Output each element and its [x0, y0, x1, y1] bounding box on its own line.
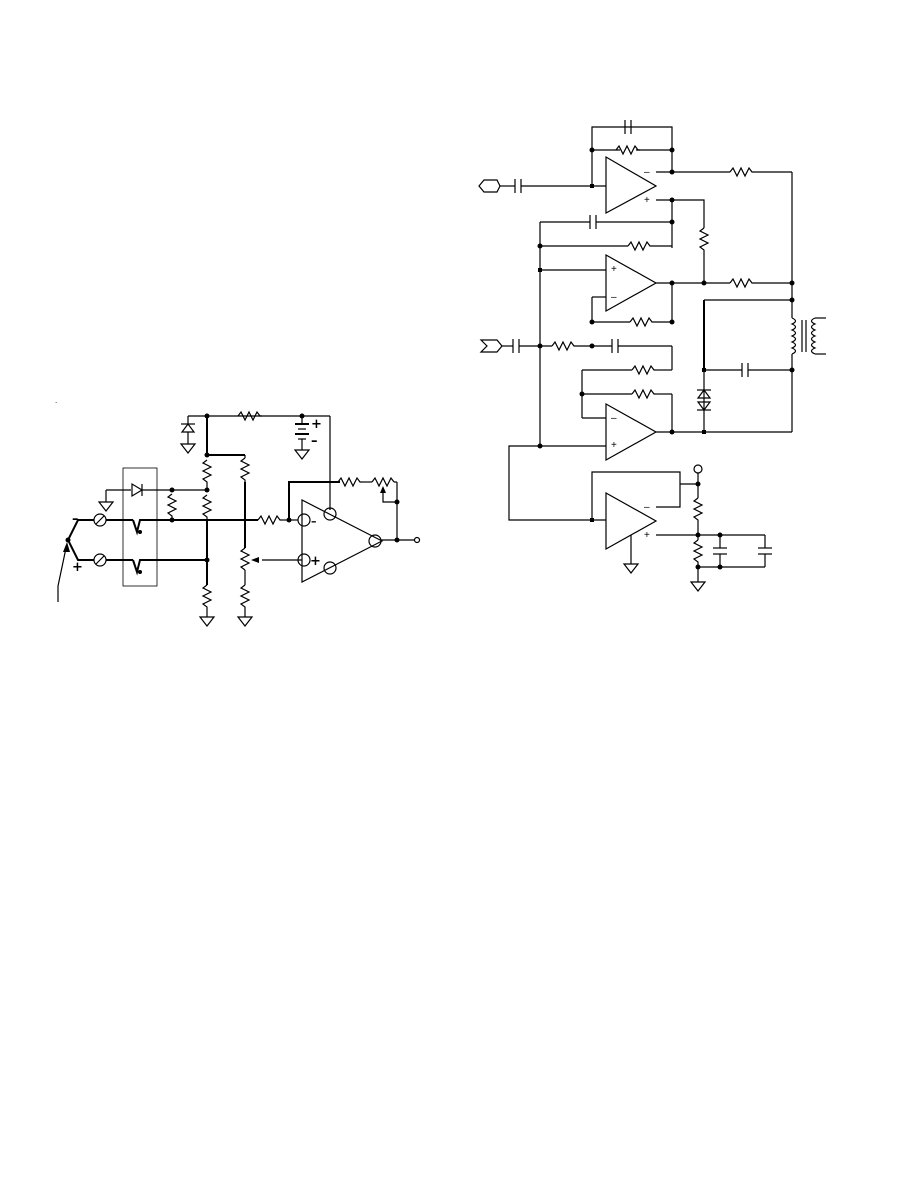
supply-terminal [693, 464, 703, 474]
ground-icon [98, 497, 114, 512]
capacitor-icon [741, 362, 749, 378]
resistor-icon [631, 389, 657, 399]
op-amp-icon [297, 499, 384, 583]
resistor-icon [202, 459, 212, 485]
transformer-icon [790, 300, 826, 370]
resistor-icon [337, 477, 363, 487]
capacitor-icon [757, 547, 773, 555]
right-circuit: – + + – [478, 119, 826, 592]
resistor-icon [693, 539, 703, 565]
resistor-icon [257, 515, 283, 525]
thermocouple-junction-icon [132, 559, 145, 576]
resistor-icon [202, 584, 212, 610]
ground-icon [690, 577, 706, 592]
op-amp-icon [605, 253, 658, 313]
amp-inverting-label: – [311, 515, 317, 528]
resistor-icon [629, 317, 655, 327]
connector-icon [479, 339, 503, 353]
isothermal-block [122, 467, 158, 587]
battery-minus-label: – [311, 434, 318, 449]
resistor-icon [729, 167, 755, 177]
capacitor-icon [514, 178, 522, 194]
battery-icon [294, 416, 310, 460]
diode-icon [131, 482, 144, 498]
left-circuit: + – [55, 396, 421, 627]
resistor-icon [631, 365, 657, 375]
amp-noninverting-label: + [310, 554, 321, 569]
thermocouple-junction-icon [132, 519, 145, 536]
amp1-plus: + [644, 195, 650, 206]
probe-plus-label: + [72, 560, 83, 575]
resistor-icon [693, 497, 703, 523]
probe-minus-label: – [72, 512, 79, 527]
capacitor-icon [589, 214, 597, 230]
amp2-minus: – [611, 292, 617, 303]
capacitor-icon [712, 547, 728, 555]
op-amp-icon [605, 155, 658, 215]
output-terminal [413, 536, 421, 544]
resistor-icon [729, 278, 755, 288]
potentiometer-icon [371, 476, 398, 503]
stray-mark: . [55, 396, 57, 405]
resistor-icon [551, 341, 577, 351]
amp2-plus: + [611, 264, 617, 275]
amp3-plus: + [611, 440, 617, 451]
resistor-icon [167, 493, 177, 519]
resistor-icon [240, 584, 250, 610]
ground-icon [199, 612, 215, 627]
op-amp-icon [605, 402, 658, 462]
zener-diode-icon [180, 423, 196, 433]
ground-icon [623, 559, 639, 574]
buffer-plus: + [644, 530, 650, 541]
resistor-icon [627, 241, 653, 251]
zener-diode-icon [696, 389, 712, 411]
ground-icon [180, 439, 196, 454]
capacitor-icon [512, 338, 520, 354]
screw-terminal-icon [93, 513, 107, 567]
amp1-minus: – [644, 167, 650, 178]
battery-plus-label: + [311, 417, 322, 432]
resistor-icon [240, 457, 250, 483]
resistor-icon [202, 494, 212, 520]
potentiometer-icon [239, 547, 302, 571]
capacitor-icon [611, 338, 619, 354]
resistor-icon [699, 227, 709, 253]
connector-icon [478, 179, 501, 193]
ground-icon [237, 612, 253, 627]
buffer-minus: – [644, 502, 650, 513]
amp3-minus: – [611, 413, 617, 424]
